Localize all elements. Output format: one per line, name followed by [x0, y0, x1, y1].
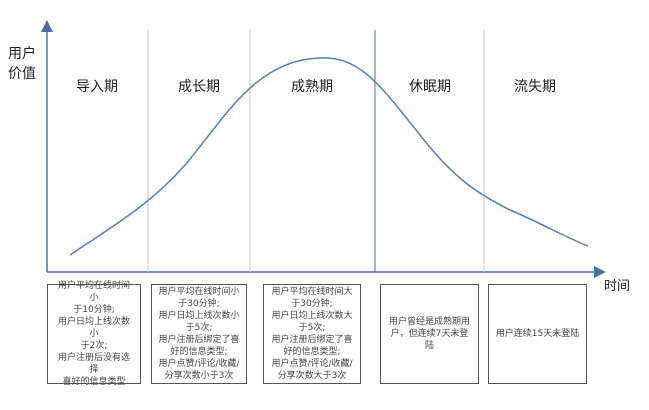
phase-desc-growth: 用户平均在线时间小 于30分钟; 用户日均上线次数小 于5次; 用户注册后绑定了… — [151, 284, 247, 384]
phase-title-mature: 成熟期 — [291, 79, 333, 95]
phase-desc-intro: 用户平均在线时间小 于10分钟; 用户日均上线次数小 于2次; 用户注册后没有选… — [47, 281, 141, 387]
phase-title-intro: 导入期 — [76, 79, 118, 95]
y-axis-label: 用户价值 — [8, 46, 36, 82]
phase-title-churn: 流失期 — [514, 79, 556, 95]
phase-desc-dormant: 用户曾经是成熟期用 户，但连续7天未登陆 — [380, 284, 479, 384]
phase-title-growth: 成长期 — [178, 79, 220, 95]
value-curve — [69, 57, 589, 256]
phase-desc-mature: 用户平均在线时间大 于30分钟; 用户日均上线次数大 于5次; 用户注册后绑定了… — [263, 284, 361, 384]
x-axis-label: 时间 — [604, 279, 631, 294]
phase-desc-churn: 用户连续15天未登陆 — [488, 284, 587, 384]
phase-title-dormant: 休眠期 — [409, 79, 451, 95]
